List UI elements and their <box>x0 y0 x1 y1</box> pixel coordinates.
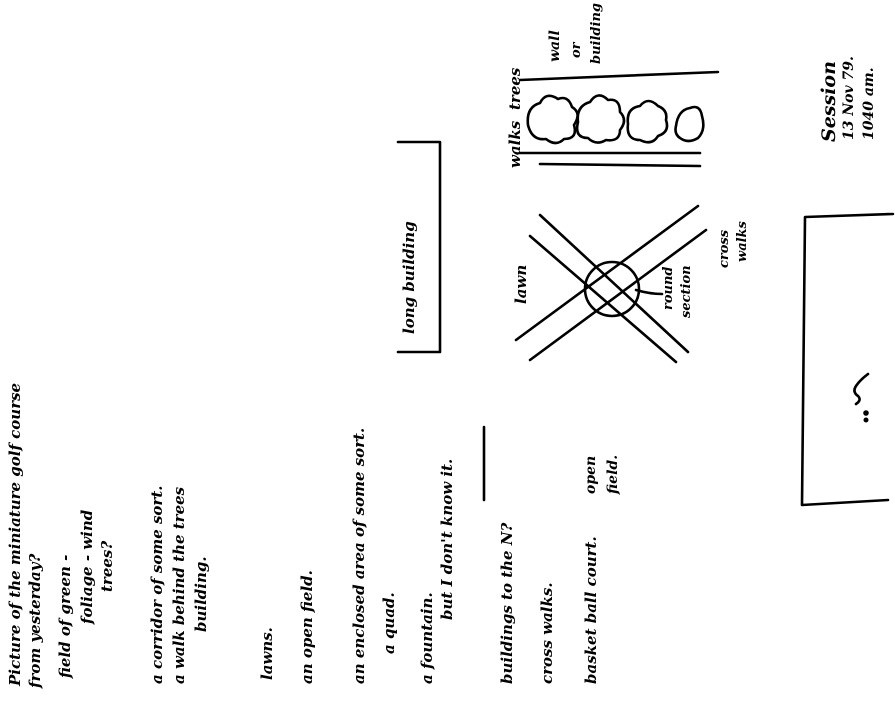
tree-icon <box>526 94 579 145</box>
wall-line-1 <box>518 70 720 82</box>
note-field-3: trees? <box>98 540 116 592</box>
session-date: 13 Nov 79. <box>841 56 857 140</box>
label-question: ? <box>850 401 851 402</box>
label-section: section <box>679 265 694 318</box>
note-fountain-detail: but I don't know it. <box>438 458 456 620</box>
cross-walk-line <box>528 228 708 362</box>
cross-walk-line <box>514 204 700 342</box>
note-building: building. <box>192 556 210 632</box>
label-trees: trees <box>506 67 524 110</box>
note-open-field: an open field. <box>298 570 316 684</box>
label-or: or <box>569 42 584 58</box>
note-quad: a quad. <box>380 592 398 654</box>
label-walks-2: walks <box>735 221 750 262</box>
label-lawn: lawn <box>512 264 530 304</box>
label-long-building: long building <box>400 221 418 334</box>
label-field: field. <box>605 454 621 494</box>
note-arcade: a walk behind the trees <box>170 486 188 684</box>
cross-walk-line <box>528 234 678 364</box>
question-dot <box>863 417 869 423</box>
label-cross: cross <box>717 229 732 268</box>
label-open: open <box>583 455 599 494</box>
round-section-pointer <box>634 288 664 296</box>
tree-icon <box>626 99 669 144</box>
note-field-1: field of green - <box>56 554 74 678</box>
note-basketball: basket ball court. <box>582 536 600 684</box>
note-fountain: a fountain. <box>418 592 436 684</box>
tree-icon <box>674 105 705 143</box>
label-round: round <box>661 266 676 310</box>
note-enclosed: an enclosed area of some sort. <box>350 427 368 684</box>
cross-walk-line <box>538 213 690 354</box>
unknown-area-box <box>800 212 895 507</box>
note-heading-1: Picture of the miniature golf course <box>6 382 24 686</box>
session-label: Session <box>818 61 840 142</box>
label-wall: wall <box>547 30 563 62</box>
note-heading-2: from yesterday? <box>26 553 44 688</box>
round-section-circle <box>583 260 641 318</box>
note-corridor: a corridor of some sort. <box>148 485 166 684</box>
question-dot <box>863 410 869 416</box>
note-lawns: lawns. <box>258 627 276 680</box>
label-building: building <box>589 3 604 64</box>
question-mark-icon <box>853 372 870 406</box>
session-time: 1040 am. <box>861 67 877 140</box>
note-cross-walks: cross walks. <box>538 582 556 684</box>
long-building-outline <box>396 140 442 354</box>
tree-icon <box>575 94 626 144</box>
note-field-2: foliage - wind <box>78 509 96 624</box>
wall-line-3 <box>538 162 702 168</box>
note-buildings: buildings to the N? <box>498 522 516 684</box>
label-walks: walks <box>506 120 524 168</box>
